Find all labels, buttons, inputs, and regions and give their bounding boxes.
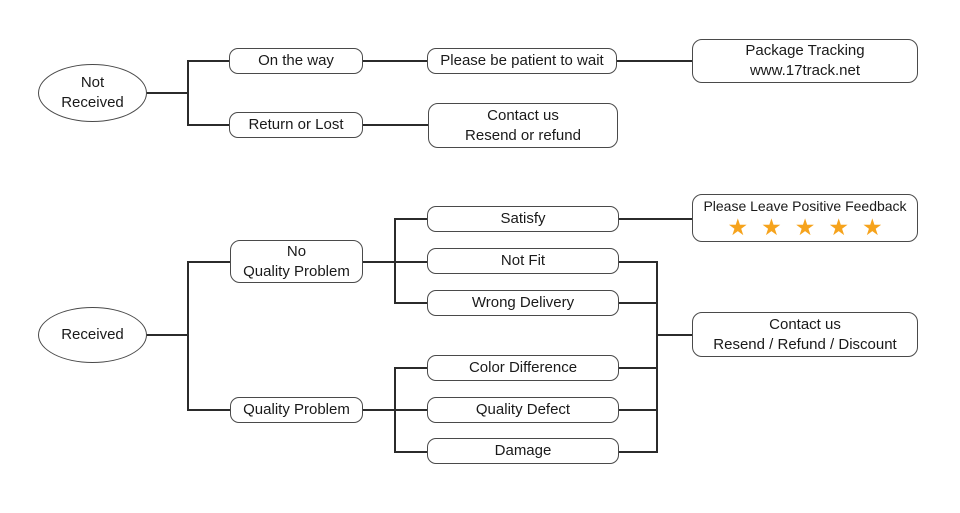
node-return-or-lost: Return or Lost	[229, 112, 363, 138]
connector-line	[363, 124, 428, 126]
node-label: Quality Problem	[243, 262, 350, 280]
connector-line	[394, 367, 396, 453]
connector-line	[619, 367, 658, 369]
connector-line	[619, 451, 658, 453]
node-label: Resend or refund	[465, 126, 581, 144]
node-not-fit: Not Fit	[427, 248, 619, 274]
node-label: Package Tracking	[745, 42, 865, 59]
star-icon: ★	[828, 214, 849, 240]
node-label: Please be patient to wait	[440, 52, 604, 69]
node-not-received: Not Received	[38, 64, 147, 122]
node-label: Contact us	[769, 315, 841, 333]
connector-line	[394, 367, 427, 369]
node-label: Please Leave Positive Feedback	[703, 198, 907, 214]
connector-line	[146, 334, 188, 336]
connector-line	[187, 261, 189, 411]
connector-line	[619, 261, 658, 263]
connector-line	[619, 409, 658, 411]
node-wrong-delivery: Wrong Delivery	[427, 290, 619, 316]
node-label: Return or Lost	[248, 116, 344, 133]
node-label: Resend / Refund / Discount	[713, 335, 897, 353]
node-color-difference: Color Difference	[427, 355, 619, 381]
node-no-quality-problem: No Quality Problem	[230, 240, 363, 283]
five-star-rating: ★ ★ ★ ★ ★	[727, 214, 883, 240]
connector-line	[617, 60, 692, 62]
node-received: Received	[38, 307, 147, 363]
node-contact-us-resend-refund-discount: Contact us Resend / Refund / Discount	[692, 312, 918, 357]
connector-line	[619, 218, 692, 220]
connector-line	[187, 409, 230, 411]
connector-line	[187, 60, 189, 126]
tracking-url-label: www.17track.net	[749, 62, 861, 79]
connector-line	[187, 124, 229, 126]
connector-line	[394, 218, 427, 220]
node-package-tracking: Package Tracking www.17track.net	[692, 39, 918, 83]
node-label: Color Difference	[468, 359, 578, 376]
node-label: Satisfy	[500, 210, 546, 227]
star-icon: ★	[727, 214, 749, 240]
connector-line	[187, 60, 229, 62]
connector-line	[394, 218, 396, 304]
node-positive-feedback: Please Leave Positive Feedback ★ ★ ★ ★ ★	[692, 194, 918, 242]
connector-line	[363, 60, 427, 62]
node-label: On the way	[258, 52, 334, 69]
node-satisfy: Satisfy	[427, 206, 619, 232]
star-icon: ★	[794, 214, 816, 240]
node-label: No	[286, 242, 307, 260]
connector-line	[187, 261, 230, 263]
node-label: Contact us	[487, 106, 559, 124]
node-label: Not Fit	[500, 252, 546, 269]
star-icon: ★	[861, 214, 883, 240]
node-damage: Damage	[427, 438, 619, 464]
node-label: Wrong Delivery	[471, 294, 575, 311]
connector-line	[394, 451, 427, 453]
node-label: Quality Problem	[243, 401, 350, 418]
connector-line	[394, 302, 427, 304]
node-please-be-patient: Please be patient to wait	[427, 48, 617, 74]
node-quality-problem: Quality Problem	[230, 397, 363, 423]
connector-line	[656, 334, 692, 336]
connector-line	[619, 302, 658, 304]
node-label: Received	[61, 94, 124, 111]
node-quality-defect: Quality Defect	[427, 397, 619, 423]
node-on-the-way: On the way	[229, 48, 363, 74]
node-label: Not	[80, 74, 105, 91]
node-contact-us-resend-refund: Contact us Resend or refund	[428, 103, 618, 148]
node-label: Quality Defect	[475, 401, 571, 418]
star-icon: ★	[761, 214, 782, 240]
node-label: Damage	[494, 442, 552, 459]
node-label: Received	[61, 326, 124, 343]
connector-line	[656, 261, 658, 453]
connector-line	[146, 92, 188, 94]
